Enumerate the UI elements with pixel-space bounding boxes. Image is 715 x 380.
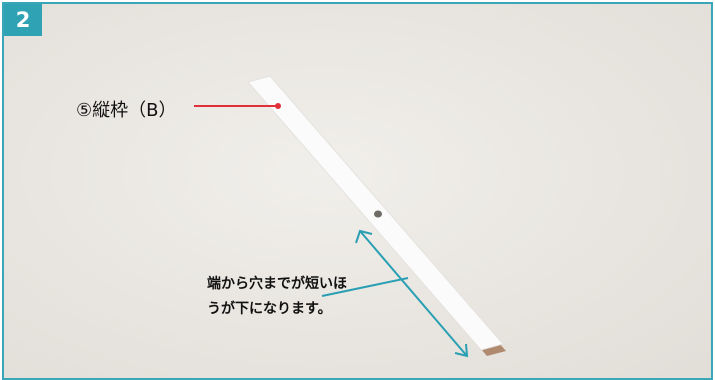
leader-dot [275,103,281,109]
screw-hole [374,210,382,218]
step-badge: 2 [4,4,42,36]
photo-area [4,4,711,378]
arrow-head-top [355,229,373,244]
part-label: ⑤縦枠（B） [76,100,177,121]
note-text: 端から穴までが短いほうが下になります。 [207,276,347,317]
note-leader-line [321,277,409,297]
arrow-head-bottom [454,343,469,358]
length-arrow [359,230,468,357]
vertical-frame-b-part [247,75,506,356]
